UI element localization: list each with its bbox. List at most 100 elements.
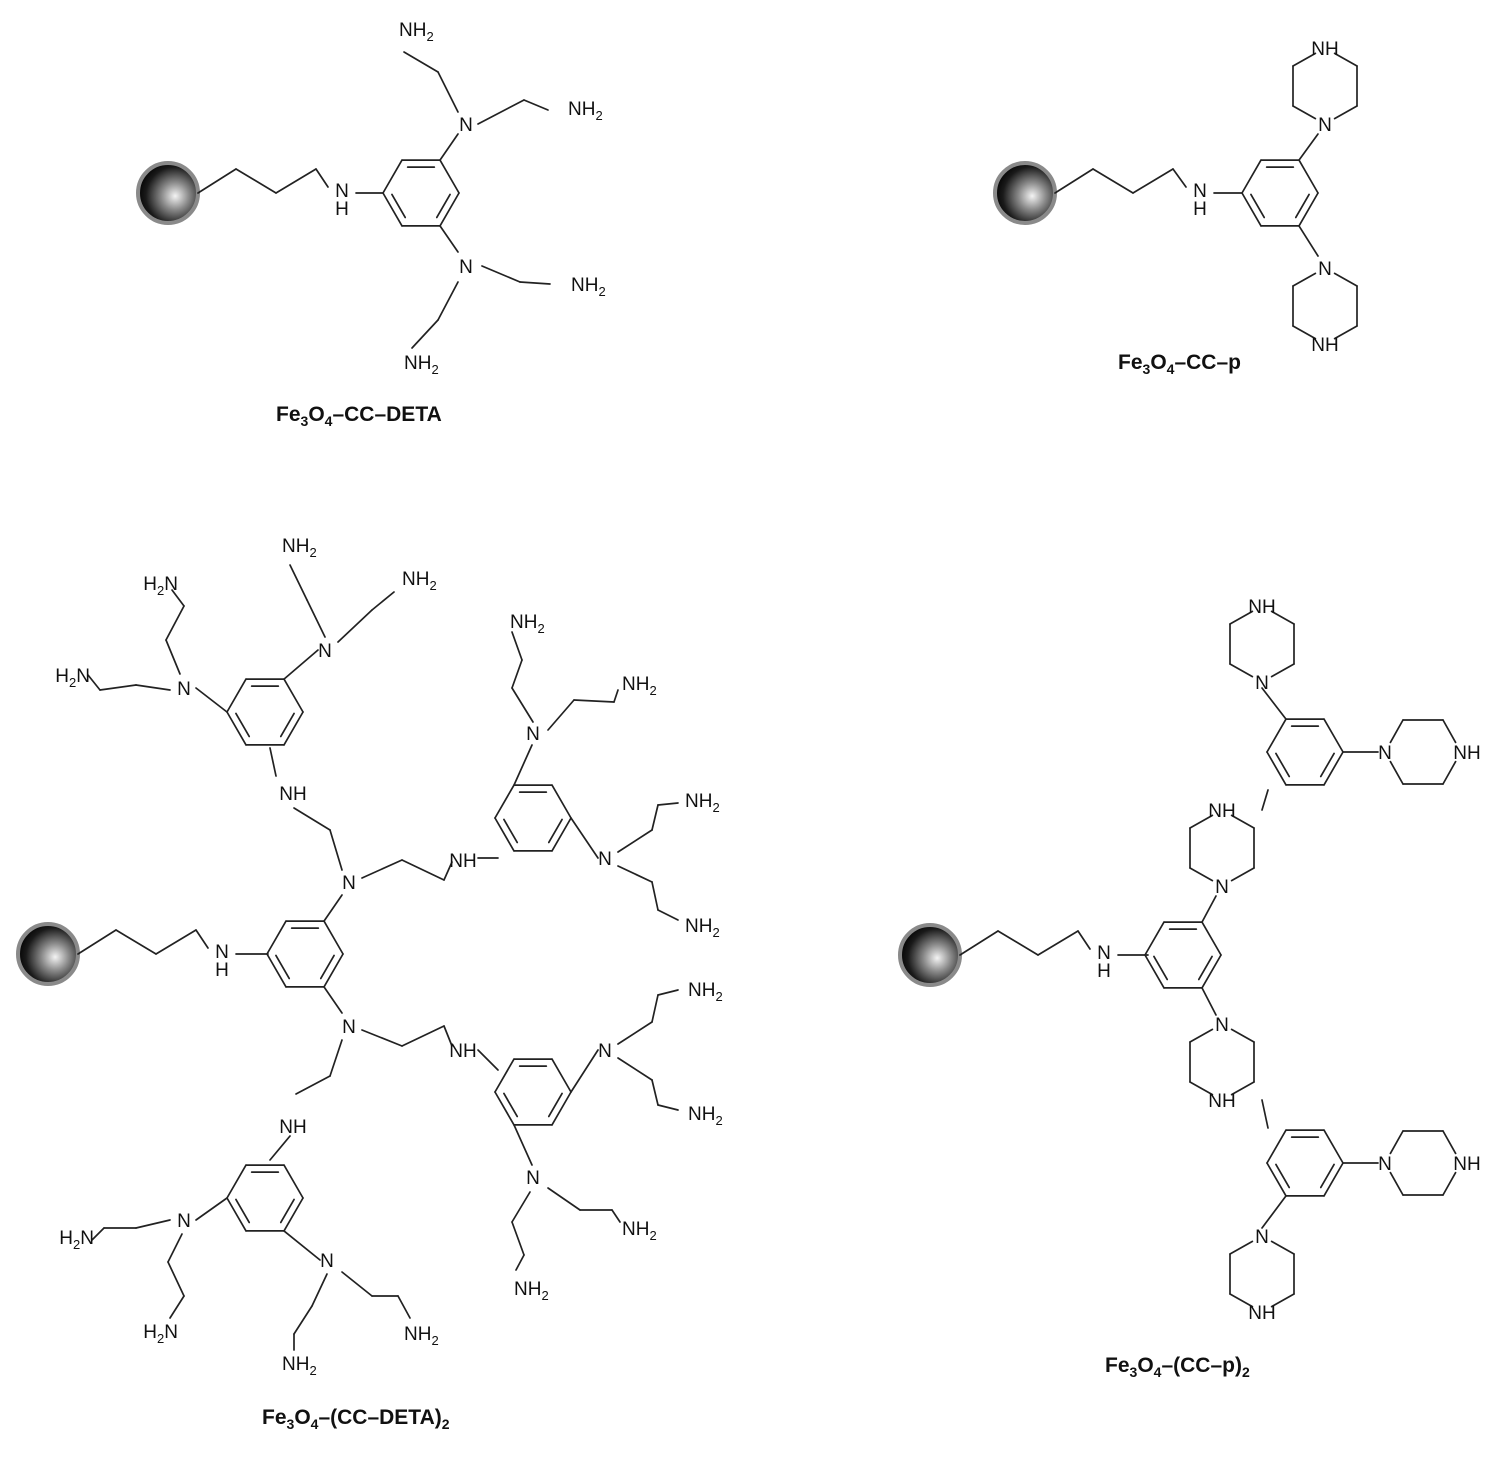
amine-nh2-label: NH2: [571, 275, 606, 299]
benzene-double-bond: [1275, 1163, 1291, 1189]
benzene-double-bond: [279, 1198, 295, 1224]
piperazine-bond: [1270, 1240, 1295, 1255]
benzene-bond: [323, 920, 344, 955]
ethyl-arm: [657, 989, 679, 996]
amine-nh2-label: NH2: [622, 674, 657, 698]
propyl-linker: [195, 929, 209, 949]
ethyl-arm: [651, 994, 659, 1023]
benzene-bond: [1241, 159, 1262, 194]
propyl-linker: [77, 929, 117, 955]
ethyl-arm: [341, 1271, 373, 1297]
aryl-n-bond: [1261, 687, 1287, 720]
fe3o4-nanoparticle-sphere: [993, 161, 1057, 225]
piperazine-bond: [1292, 325, 1317, 340]
amine-nh2-label: NH2: [402, 569, 437, 593]
piperazine-bond: [1333, 52, 1358, 67]
piperazine-bond: [1229, 610, 1254, 625]
ethyl-arm: [657, 802, 679, 806]
benzene-bond: [494, 784, 515, 819]
benzene-bond: [283, 1197, 304, 1232]
nh-aryl-bond: [477, 1049, 499, 1071]
tertiary-n-label: N: [1318, 115, 1332, 136]
ethyl-arm: [87, 674, 101, 691]
caption-fe3o4-cc-p-2: Fe3O4–(CC–p)2: [1105, 1354, 1250, 1380]
secondary-nh-label: NH: [1208, 801, 1235, 822]
ethyl-arm: [617, 865, 653, 883]
amine-nh2-label: NH2: [282, 1354, 317, 1378]
benzene-bond: [1241, 192, 1262, 227]
benzene-bond: [551, 1091, 572, 1126]
aryl-n-bond: [1298, 225, 1319, 257]
amine-nh2-label: NH2: [685, 916, 720, 940]
ethyl-arm: [361, 859, 403, 879]
piperazine-bond: [1292, 105, 1317, 120]
ethyl-arm: [657, 1104, 679, 1111]
amine-nh2-label: NH2: [282, 536, 317, 560]
ethyl-arm: [657, 909, 679, 921]
benzene-bond: [439, 192, 460, 227]
piperazine-bond: [1333, 325, 1358, 340]
aryl-n-bond: [283, 649, 319, 680]
amine-h2n-label: H2N: [143, 1322, 178, 1346]
benzene-bond: [1323, 1129, 1344, 1164]
ethyl-arm: [329, 829, 343, 871]
amine-nh2-label: NH2: [685, 791, 720, 815]
ethyl-arm: [613, 689, 619, 703]
ethyl-arm: [519, 281, 551, 285]
ethyl-arm: [293, 807, 331, 831]
tertiary-n-label: N: [1378, 1154, 1392, 1175]
tertiary-n-label: N: [342, 1017, 356, 1038]
benzene-bond: [1144, 921, 1165, 956]
ethyl-arm: [617, 1021, 653, 1045]
propyl-linker: [155, 929, 197, 955]
benzene-bond: [1144, 954, 1165, 989]
ethyl-arm: [411, 319, 439, 349]
amine-nh2-label: NH2: [568, 99, 603, 123]
ethyl-arm: [401, 859, 445, 881]
ethyl-arm: [371, 591, 395, 611]
tertiary-n-label: N: [1215, 1015, 1229, 1036]
hydrogen-label: H: [335, 199, 349, 220]
tertiary-n-label: N: [1255, 673, 1269, 694]
amine-nh2-label: NH2: [688, 980, 723, 1004]
ethyl-arm: [651, 1079, 659, 1106]
benzene-double-bond: [547, 1092, 563, 1118]
benzene-double-bond: [503, 1092, 519, 1118]
ethyl-arm: [165, 639, 181, 675]
tertiary-n-label: N: [526, 724, 540, 745]
benzene-double-bond: [547, 818, 563, 844]
amine-nh2-label: NH2: [688, 1104, 723, 1128]
tertiary-n-label: N: [459, 257, 473, 278]
ethyl-arm: [167, 1261, 185, 1297]
aryl-n-bond: [1201, 895, 1217, 923]
secondary-n-label: N: [335, 181, 349, 202]
benzene-bond: [283, 711, 304, 746]
aryl-n-bond: [513, 1124, 533, 1166]
propyl-linker: [1037, 930, 1079, 956]
aryl-n-bond: [323, 986, 343, 1014]
benzene-bond: [1298, 159, 1319, 194]
ethyl-arm: [651, 804, 659, 831]
benzene-bond: [226, 711, 247, 746]
piperazine-bond: [1230, 1081, 1255, 1096]
ethyl-arm: [547, 1187, 581, 1211]
fe3o4-nanoparticle-sphere: [898, 923, 962, 987]
propyl-linker: [1092, 168, 1134, 194]
ethyl-arm: [511, 1221, 525, 1256]
benzene-bond: [226, 678, 247, 713]
benzene-double-bond: [1250, 193, 1266, 219]
benzene-bond: [494, 817, 515, 852]
benzene-bond: [1201, 954, 1222, 989]
piperazine-bond: [1442, 1171, 1457, 1196]
propyl-linker: [1172, 168, 1187, 188]
benzene-bond: [551, 817, 572, 852]
fe3o4-nanoparticle-sphere: [136, 161, 200, 225]
hydrogen-label: H: [1193, 199, 1207, 220]
secondary-nh-label: NH: [1208, 1091, 1235, 1112]
ethyl-arm: [171, 589, 185, 607]
benzene-double-bond: [1294, 193, 1310, 219]
amine-nh2-label: NH2: [404, 353, 439, 377]
caption-fe3o4-cc-p: Fe3O4–CC–p: [1118, 351, 1241, 377]
ethyl-arm: [397, 1295, 411, 1319]
